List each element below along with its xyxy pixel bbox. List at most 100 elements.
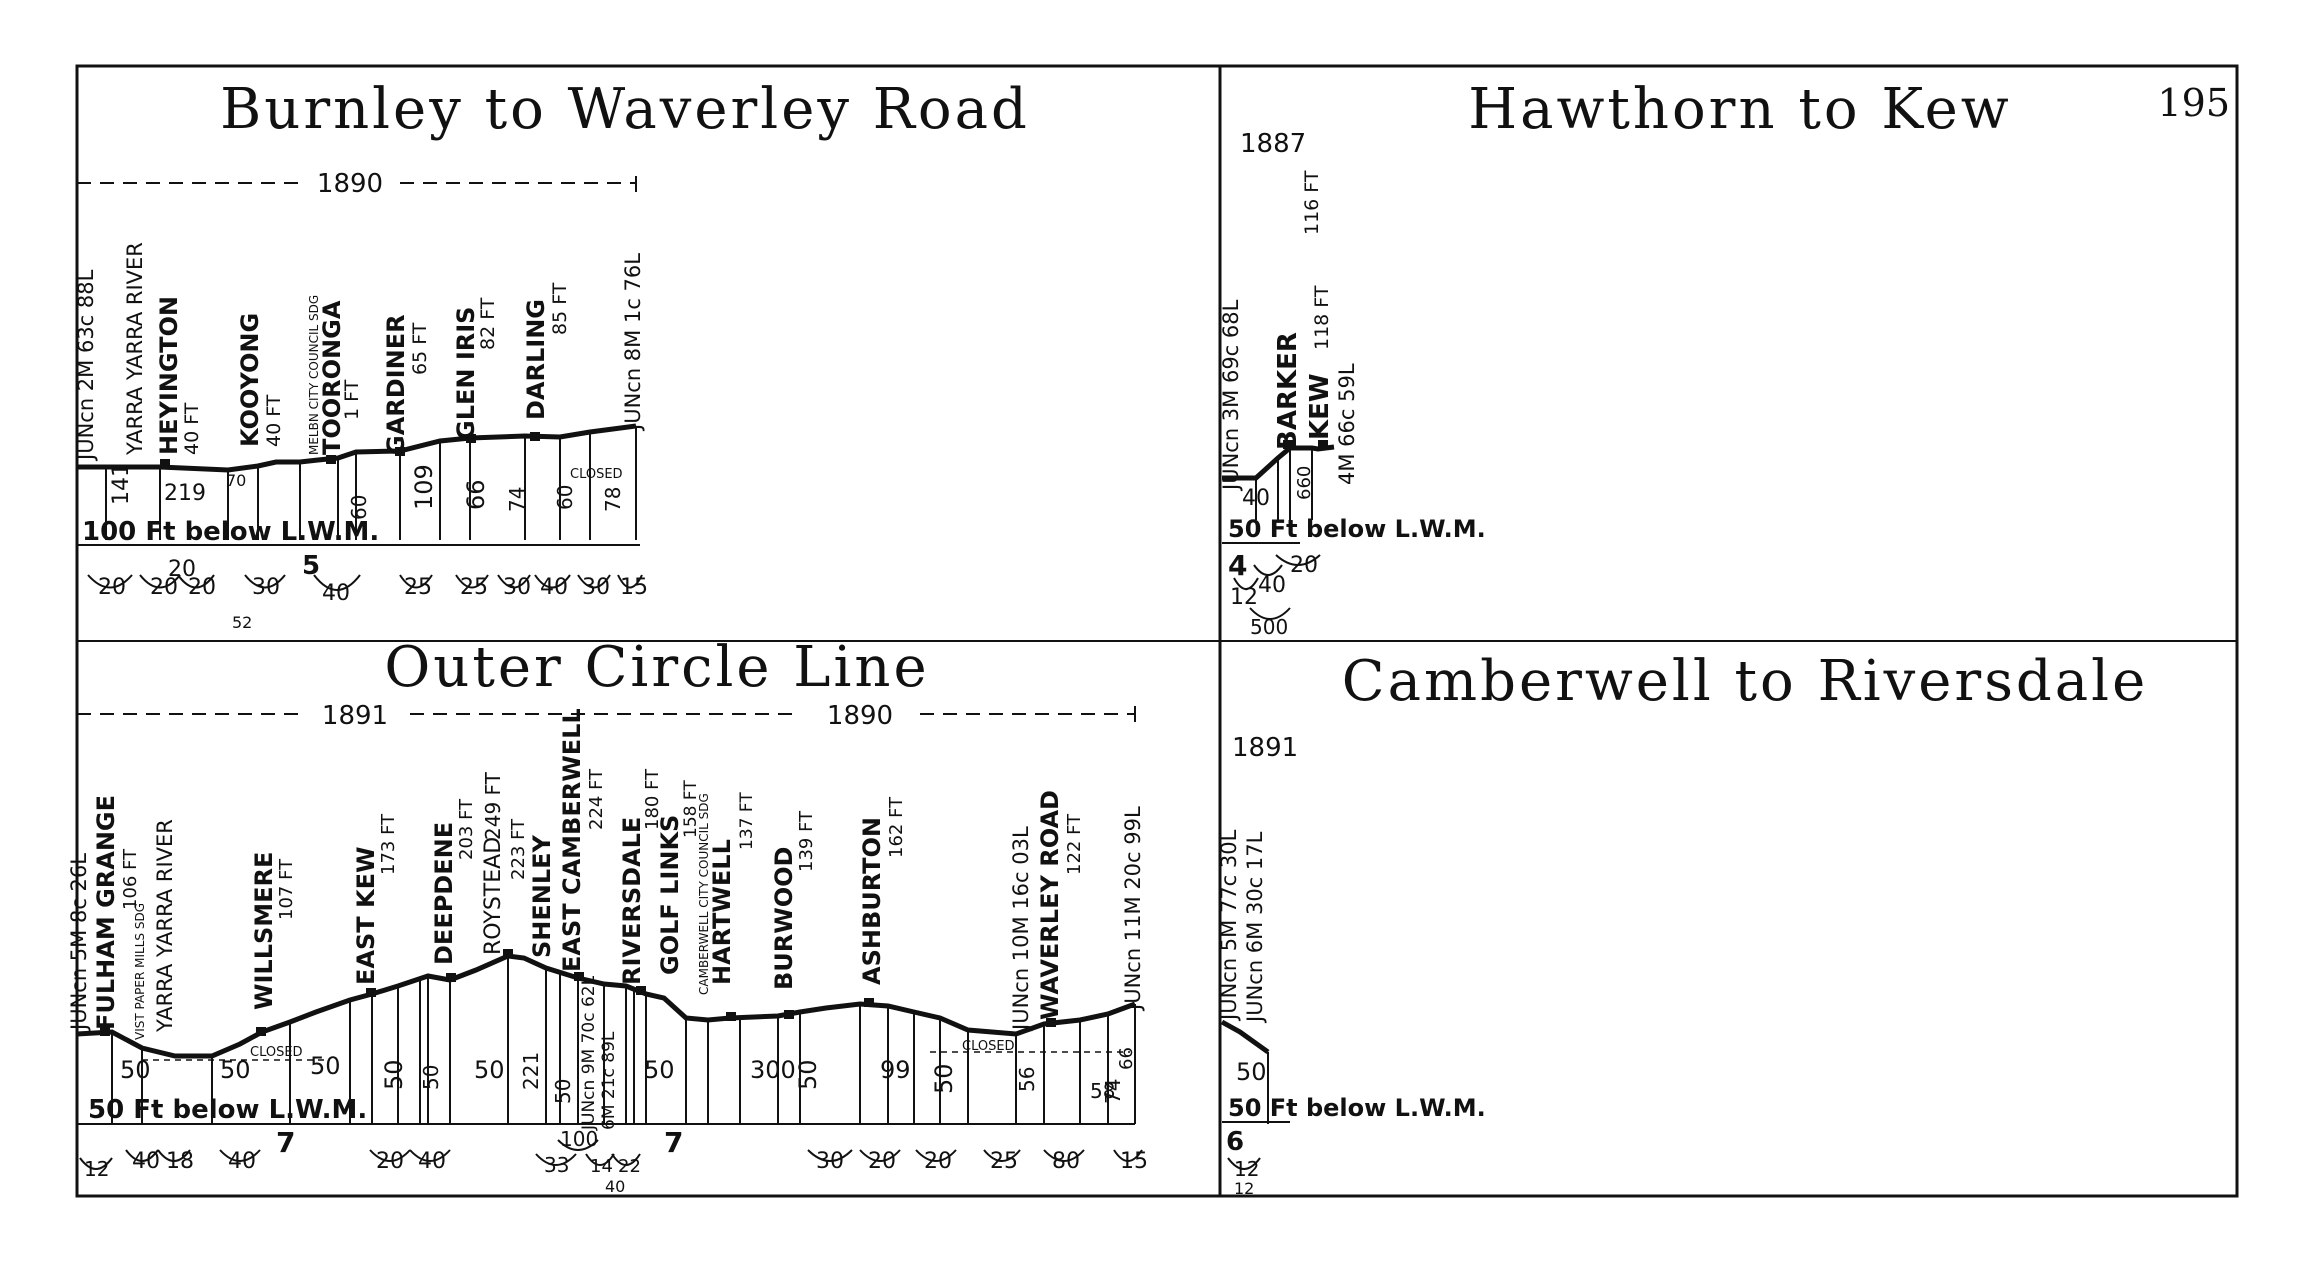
curve-radius: 14 xyxy=(590,1156,613,1177)
station-height: 137 FT xyxy=(737,792,757,850)
station-height: 40 FT xyxy=(181,402,203,455)
curve-radius: 12 xyxy=(1234,1179,1254,1198)
gradient-profile xyxy=(77,423,637,473)
km-marker: 5 xyxy=(302,551,320,581)
gradient-value: 50 xyxy=(930,1063,958,1094)
gradient-profile xyxy=(1220,1019,1270,1055)
gradient-value: 50 xyxy=(310,1052,341,1080)
station-label: DARLING xyxy=(522,299,550,420)
curve-radius: 22 xyxy=(618,1156,641,1177)
gradient-value: 78 xyxy=(601,487,625,512)
station-height: 85 FT xyxy=(549,282,571,335)
curve-radius: 20 xyxy=(150,575,178,600)
year-label: 1887 xyxy=(1240,129,1306,159)
panel-burnley: Burnley to Waverley Road 1890 JUNcn 2M 6… xyxy=(74,77,1030,632)
year-label-left: 1891 xyxy=(322,701,388,731)
curve-radius: 100 xyxy=(560,1127,598,1151)
station-label: BARKER xyxy=(1273,332,1303,450)
curve-radius: 15 xyxy=(620,575,648,600)
curve-arcs xyxy=(79,1139,1143,1170)
station-height: 107 FT xyxy=(276,858,297,920)
station-label: RIVERSDALE xyxy=(618,817,646,985)
junction-label: JUNcn 10M 16c 03L xyxy=(1009,826,1033,1032)
gradient-value: 660 xyxy=(1294,466,1315,500)
station-height: 82 FT xyxy=(477,297,499,350)
gradient-value: 50 xyxy=(120,1056,151,1084)
station-height: 158 FT xyxy=(681,780,701,838)
curve-radius: 20 xyxy=(98,575,126,600)
gradient-value: 70 xyxy=(226,471,246,490)
panel-hawthorn: Hawthorn to Kew 1887 JUNcn 3M 69c 68L BA… xyxy=(1219,77,2009,639)
mileage-start: JUNcn 3M 69c 68L xyxy=(1219,299,1243,492)
gradient-value: 50 xyxy=(380,1059,408,1090)
station-label: GLEN IRIS xyxy=(452,307,480,440)
curve-radius: 20 xyxy=(168,557,196,582)
closed-label: CLOSED xyxy=(570,467,623,482)
mileage-start: JUNcn 2M 63c 88L xyxy=(74,269,98,462)
gradient-value: 66 xyxy=(462,479,490,510)
curve-radius: 25 xyxy=(404,575,432,600)
curve-radius: 33 xyxy=(544,1153,569,1177)
gradient-value: 66 xyxy=(1116,1047,1137,1070)
year-label: 1891 xyxy=(1232,733,1298,763)
gradient-value: 50 xyxy=(644,1056,675,1084)
gradient-value: 58 xyxy=(1090,1079,1115,1103)
closed-label-right: CLOSED xyxy=(962,1039,1015,1054)
curve-arc xyxy=(1227,1157,1261,1170)
curve-radius: 40 xyxy=(228,1149,256,1174)
gradient-value: 300 xyxy=(750,1056,796,1084)
station-height: 224 FT xyxy=(586,768,607,830)
station-label: YARRA YARRA RIVER xyxy=(123,242,147,456)
station-label: GARDINER xyxy=(382,314,410,455)
datum-label: 50 Ft below L.W.M. xyxy=(1228,515,1486,543)
station-markers xyxy=(100,949,1056,1036)
datum-label: 100 Ft below L.W.M. xyxy=(82,517,379,547)
outer-frame xyxy=(75,64,2239,1198)
station-height: 180 FT xyxy=(642,768,663,830)
curve-radius: 12 xyxy=(1234,1157,1259,1181)
gradient-value: 74 xyxy=(1101,1079,1125,1104)
curve-radius: 40 xyxy=(132,1149,160,1174)
station-height: 1 FT xyxy=(341,379,363,420)
mileage-end: JUNcn 6M 30c 17L xyxy=(1243,831,1267,1024)
station-height: 223 FT xyxy=(508,818,529,880)
curve-radius: 12 xyxy=(1230,585,1258,610)
curve-radius: 25 xyxy=(460,575,488,600)
mileage-end: JUNcn 8M 1c 76L xyxy=(621,253,645,432)
curve-radius: 40 xyxy=(418,1149,446,1174)
curve-radius: 20 xyxy=(868,1149,896,1174)
station-label: BURWOOD xyxy=(770,847,798,990)
grade-ticks xyxy=(76,956,1136,1124)
station-height: 40 FT xyxy=(263,394,285,447)
station-marker xyxy=(1318,440,1328,449)
km-marker: 7 xyxy=(276,1126,295,1159)
curve-radius: 30 xyxy=(816,1149,844,1174)
junction-label: 6M 21c 89L xyxy=(599,1031,619,1130)
gradient-value: 221 xyxy=(519,1052,543,1090)
station-marker xyxy=(1283,440,1293,449)
siding-label: CAMBERWELL CITY COUNCIL SDG xyxy=(697,793,711,995)
station-label: KOOYONG xyxy=(236,313,264,447)
gradient-value: 60 xyxy=(347,495,371,520)
mileage-end: JUNcn 11M 20c 99L xyxy=(1121,806,1145,1012)
station-height: 139 FT xyxy=(796,810,817,872)
station-label: SHENLEY xyxy=(528,834,556,958)
siding-label: MELBN CITY COUNCIL SDG xyxy=(307,295,321,455)
mileage-end: 4M 66c 59L xyxy=(1335,363,1359,485)
curve-radius: 20 xyxy=(376,1149,404,1174)
grade-ticks xyxy=(1255,448,1313,520)
panel-title: Burnley to Waverley Road xyxy=(220,77,1030,142)
curve-arcs xyxy=(1233,554,1321,620)
junction-label: JUNcn 9M 70c 62L xyxy=(579,975,599,1131)
year-label-right: 1890 xyxy=(827,701,893,731)
station-height: 118 FT xyxy=(1311,285,1333,350)
station-label: TOORONGA xyxy=(318,300,346,455)
curve-radius: 30 xyxy=(582,575,610,600)
gradient-value: 50 xyxy=(419,1065,443,1090)
station-label: EAST KEW xyxy=(352,847,380,985)
curve-radius: 30 xyxy=(252,575,280,600)
station-label: HARTWELL xyxy=(708,839,736,985)
station-label: GOLF LINKS xyxy=(656,815,684,975)
station-label: WAVERLEY ROAD xyxy=(1036,790,1064,1020)
